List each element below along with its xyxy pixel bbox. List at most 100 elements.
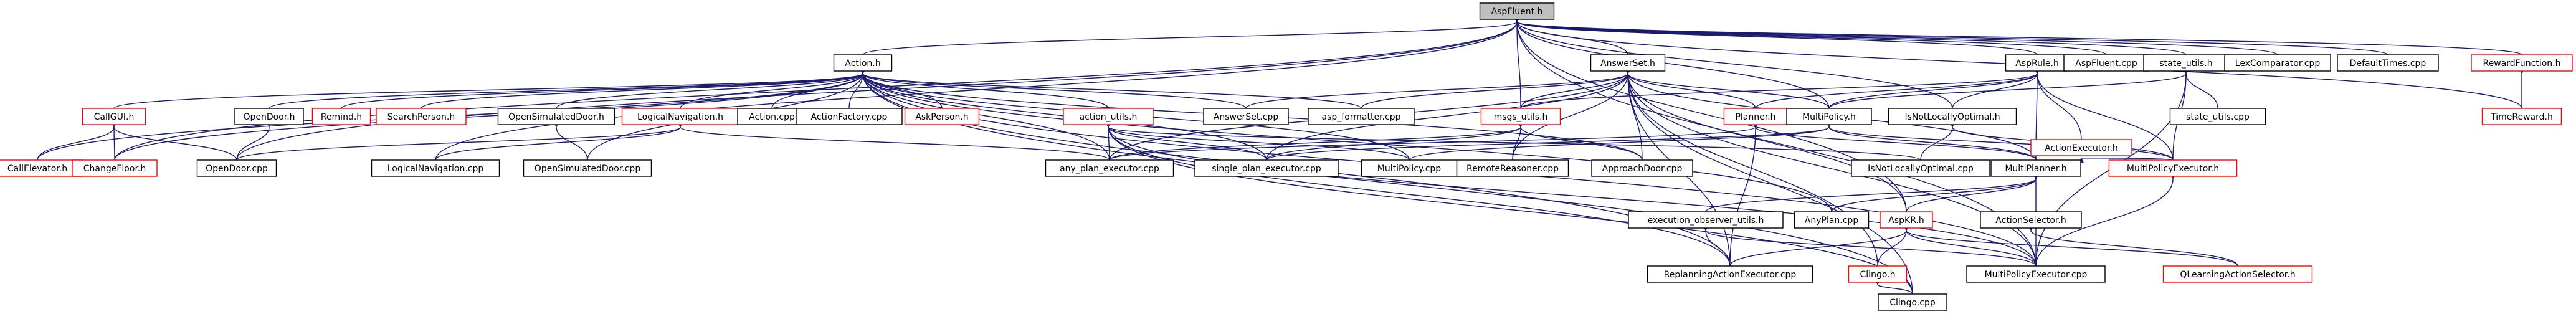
node-searchperson-h[interactable]: SearchPerson.h (376, 108, 467, 125)
node-label: action_utils.h (1080, 112, 1138, 122)
node-box[interactable] (1851, 159, 1990, 177)
node-isnotlocallyoptimal-cpp[interactable]: IsNotLocallyOptimal.cpp (1851, 159, 1990, 177)
node-box[interactable] (1590, 54, 1666, 72)
node-box[interactable] (1045, 159, 1174, 177)
node-box[interactable] (2005, 54, 2070, 72)
node-opendoor-h[interactable]: OpenDoor.h (234, 108, 304, 125)
node-box[interactable] (1591, 159, 1693, 177)
node-askperson-h[interactable]: AskPerson.h (904, 108, 980, 125)
node-opendoor-cpp[interactable]: OpenDoor.cpp (196, 159, 277, 177)
node-clingo-cpp[interactable]: Clingo.cpp (1878, 293, 1947, 311)
node-box[interactable] (1063, 108, 1154, 125)
node-box[interactable] (196, 159, 277, 177)
node-anyplan-cpp[interactable]: AnyPlan.cpp (1794, 211, 1870, 229)
node-state-utils-h[interactable]: state_utils.h (2143, 54, 2229, 72)
node-actionexecutor-h[interactable]: ActionExecutor.h (2030, 139, 2132, 156)
node-box[interactable] (1990, 159, 2081, 177)
node-box[interactable] (311, 108, 371, 125)
node-box[interactable] (1966, 265, 2106, 283)
node-aspfluent-cpp[interactable]: AspFluent.cpp (2063, 54, 2149, 72)
node-asprule-h[interactable]: AspRule.h (2005, 54, 2070, 72)
node-box[interactable] (497, 108, 615, 125)
node-action-cpp[interactable]: Action.cpp (737, 108, 807, 125)
node-box[interactable] (1794, 211, 1870, 229)
node-isnotlocallyoptimal-h[interactable]: IsNotLocallyOptimal.h (1888, 108, 2017, 125)
node-box[interactable] (2030, 139, 2132, 156)
node-box[interactable] (2162, 265, 2313, 283)
node-multiplanner-h[interactable]: MultiPlanner.h (1990, 159, 2081, 177)
node-box[interactable] (2471, 54, 2573, 72)
node-opensimulateddoor-cpp[interactable]: OpenSimulatedDoor.cpp (523, 159, 652, 177)
node-box[interactable] (2337, 54, 2439, 72)
node-approachdoor-cpp[interactable]: ApproachDoor.cpp (1591, 159, 1693, 177)
node-timereward-h[interactable]: TimeReward.h (2481, 108, 2562, 125)
node-multipolicyexecutor-cpp[interactable]: MultiPolicyExecutor.cpp (1966, 265, 2106, 283)
node-box[interactable] (1647, 265, 1813, 283)
node-multipolicyexecutor-h[interactable]: MultiPolicyExecutor.h (2108, 159, 2238, 177)
node-logicalnavigation-h[interactable]: LogicalNavigation.h (621, 108, 739, 125)
node-actionfactory-cpp[interactable]: ActionFactory.cpp (796, 108, 903, 125)
node-box[interactable] (1480, 108, 1561, 125)
node-box[interactable] (376, 108, 467, 125)
node-box[interactable] (2169, 108, 2266, 125)
node-state-utils-cpp[interactable]: state_utils.cpp (2169, 108, 2266, 125)
node-defaulttimes-cpp[interactable]: DefaultTimes.cpp (2337, 54, 2439, 72)
node-box[interactable] (234, 108, 304, 125)
node-actionselector-h[interactable]: ActionSelector.h (1980, 211, 2082, 229)
node-box[interactable] (1880, 211, 1933, 229)
node-lexcomparator-cpp[interactable]: LexComparator.cpp (2224, 54, 2331, 72)
node-box[interactable] (2224, 54, 2331, 72)
node-multipolicy-h[interactable]: MultiPolicy.h (1786, 108, 1872, 125)
node-box[interactable] (737, 108, 807, 125)
node-opensimulateddoor-h[interactable]: OpenSimulatedDoor.h (497, 108, 615, 125)
node-box[interactable] (1786, 108, 1872, 125)
node-logicalnavigation-cpp[interactable]: LogicalNavigation.cpp (371, 159, 500, 177)
node-changefloor-h[interactable]: ChangeFloor.h (72, 159, 158, 177)
node-remind-h[interactable]: Remind.h (311, 108, 371, 125)
node-single-plan-executor-cpp[interactable]: single_plan_executor.cpp (1194, 159, 1339, 177)
node-box[interactable] (0, 159, 83, 177)
node-execution-observer-utils-h[interactable]: execution_observer_utils.h (1628, 211, 1784, 229)
node-box[interactable] (1878, 293, 1947, 311)
node-box[interactable] (1308, 108, 1415, 125)
node-rewardfunction-h[interactable]: RewardFunction.h (2471, 54, 2573, 72)
node-aspkr-h[interactable]: AspKR.h (1880, 211, 1933, 229)
node-asp-formatter-cpp[interactable]: asp_formatter.cpp (1308, 108, 1415, 125)
node-box[interactable] (2481, 108, 2562, 125)
include-edge (1512, 69, 1631, 161)
node-action-h[interactable]: Action.h (833, 54, 893, 72)
node-msgs-utils-h[interactable]: msgs_utils.h (1480, 108, 1561, 125)
node-remotereasoner-cpp[interactable]: RemoteReasoner.cpp (1456, 159, 1569, 177)
node-box[interactable] (72, 159, 158, 177)
node-box[interactable] (1203, 108, 1289, 125)
node-box[interactable] (833, 54, 893, 72)
node-box[interactable] (82, 108, 146, 125)
node-box[interactable] (1888, 108, 2017, 125)
node-multipolicy-cpp[interactable]: MultiPolicy.cpp (1361, 159, 1458, 177)
node-box[interactable] (1628, 211, 1784, 229)
node-qlearningactionselector-h[interactable]: QLearningActionSelector.h (2162, 265, 2313, 283)
node-box[interactable] (1194, 159, 1339, 177)
node-box[interactable] (796, 108, 903, 125)
node-action-utils-h[interactable]: action_utils.h (1063, 108, 1154, 125)
node-answerset-cpp[interactable]: AnswerSet.cpp (1203, 108, 1289, 125)
node-answerset-h[interactable]: AnswerSet.h (1590, 54, 1666, 72)
node-box[interactable] (904, 108, 980, 125)
node-box[interactable] (1723, 108, 1788, 125)
node-any-plan-executor-cpp[interactable]: any_plan_executor.cpp (1045, 159, 1174, 177)
node-aspfluent-h[interactable]: AspFluent.h (1479, 2, 1555, 20)
node-box[interactable] (2108, 159, 2238, 177)
node-box[interactable] (371, 159, 500, 177)
include-edge (1705, 174, 2039, 212)
node-replanningactionexecutor-cpp[interactable]: ReplanningActionExecutor.cpp (1647, 265, 1813, 283)
node-box[interactable] (1848, 265, 1908, 283)
node-callgui-h[interactable]: CallGUI.h (82, 108, 146, 125)
node-callelevator-h[interactable]: CallElevator.h (0, 159, 83, 177)
node-box[interactable] (1980, 211, 2082, 229)
include-edge (1877, 226, 1909, 267)
node-planner-h[interactable]: Planner.h (1723, 108, 1788, 125)
node-box[interactable] (1479, 2, 1555, 20)
node-clingo-h[interactable]: Clingo.h (1848, 265, 1908, 283)
node-box[interactable] (1456, 159, 1569, 177)
node-box[interactable] (523, 159, 652, 177)
